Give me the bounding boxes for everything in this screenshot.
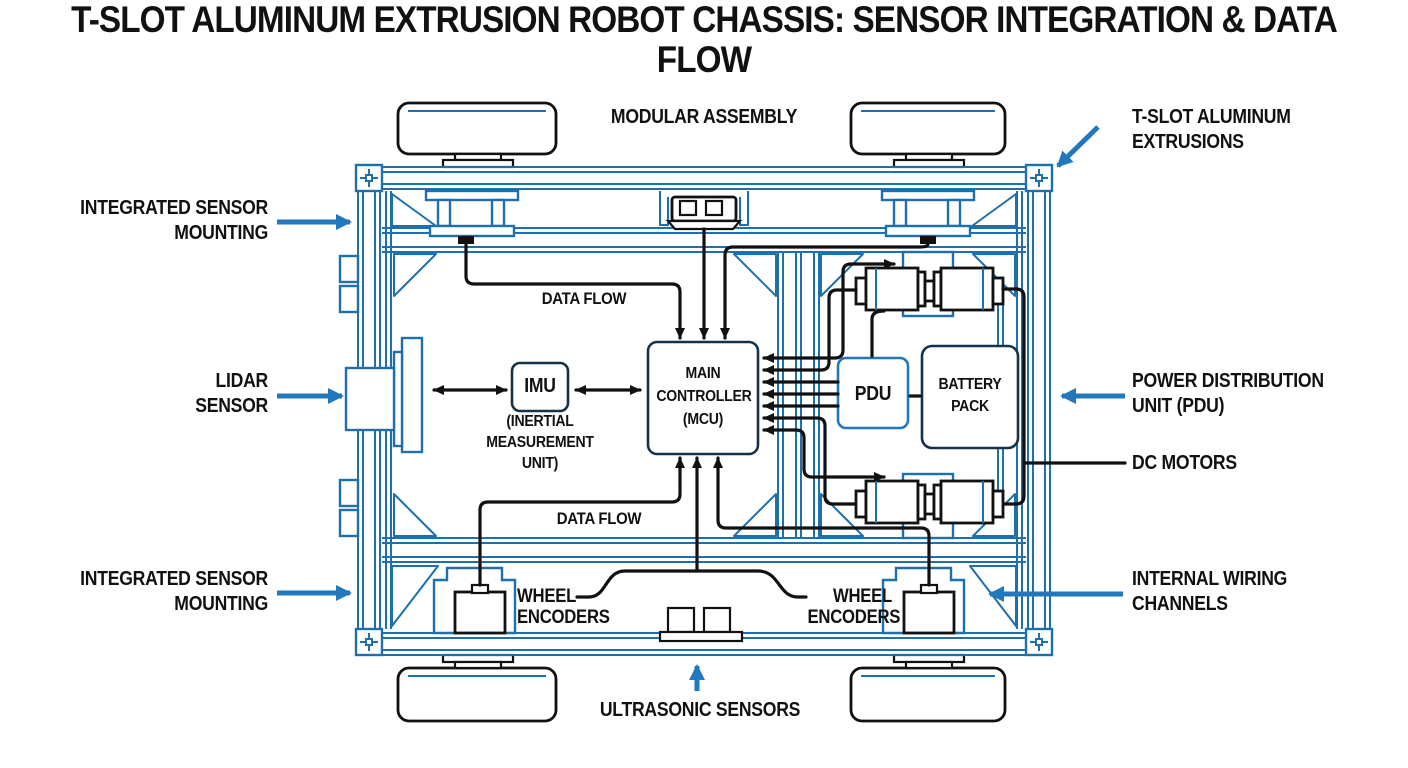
label-ultrasonic-sensors: ULTRASONIC SENSORS bbox=[599, 699, 801, 721]
wheel-encoder-left bbox=[432, 566, 517, 635]
label-wheel-encoders-right: WHEEL ENCODERS bbox=[807, 586, 901, 628]
label-data-flow-bottom: DATA FLOW bbox=[556, 509, 642, 528]
wheel-encoder-right bbox=[881, 566, 966, 635]
label-internal-wiring-channels: INTERNAL WIRING CHANNELS bbox=[1132, 568, 1288, 615]
pdu-box-label: PDU bbox=[854, 383, 892, 405]
frame-tab bbox=[338, 254, 360, 284]
data-flow-wires bbox=[432, 227, 1127, 599]
callout-arrows bbox=[277, 125, 1125, 691]
tslot-corner-icon bbox=[354, 627, 384, 657]
label-data-flow-top: DATA FLOW bbox=[541, 289, 627, 308]
tslot-corner-icon bbox=[354, 163, 384, 193]
arrow-tslot-extrusions bbox=[1056, 125, 1100, 168]
lidar-sensor bbox=[344, 336, 424, 454]
label-modular-assembly: MODULAR ASSEMBLY bbox=[610, 106, 798, 128]
label-tslot-aluminum-extrusions: T-SLOT ALUMINUM EXTRUSIONS bbox=[1132, 106, 1291, 153]
ultrasonic-sensors bbox=[658, 606, 744, 643]
wheel-top-right bbox=[849, 101, 1007, 169]
wheel-bottom-left bbox=[396, 653, 558, 723]
label-integrated-sensor-mounting-bottom: INTEGRATED SENSOR MOUNTING bbox=[80, 568, 268, 615]
sensor-mount-top-left bbox=[424, 189, 520, 244]
tslot-corner-icon bbox=[1024, 163, 1054, 193]
wheel-bottom-right bbox=[849, 653, 1007, 723]
label-wheel-encoders-left: WHEEL ENCODERS bbox=[517, 586, 610, 628]
tslot-corner-icon bbox=[1024, 627, 1054, 657]
mcu-box-label: MAIN CONTROLLER (MCU) bbox=[656, 365, 752, 428]
battery-pack-label: BATTERY PACK bbox=[938, 376, 1002, 415]
label-dc-motors: DC MOTORS bbox=[1132, 452, 1237, 474]
sensor-mount-top-right bbox=[880, 189, 976, 244]
camera-sensor-top-center bbox=[659, 191, 749, 231]
wheel-top-left bbox=[396, 101, 558, 169]
frame-tab bbox=[338, 284, 360, 314]
imu-caption: (INERTIAL MEASUREMENT UNIT) bbox=[486, 413, 594, 472]
frame-tab bbox=[338, 478, 360, 508]
imu-box-label: IMU bbox=[524, 375, 556, 397]
frame-tab bbox=[338, 508, 360, 538]
label-power-distribution-unit: POWER DISTRIBUTION UNIT (PDU) bbox=[1132, 370, 1324, 417]
imu-box bbox=[510, 361, 570, 413]
battery-pack-box bbox=[920, 344, 1020, 450]
label-integrated-sensor-mounting-top: INTEGRATED SENSOR MOUNTING bbox=[80, 197, 268, 244]
mcu-box bbox=[646, 340, 760, 456]
page-title: T-SLOT ALUMINUM EXTRUSION ROBOT CHASSIS:… bbox=[71, 0, 1338, 80]
label-lidar-sensor: LIDAR SENSOR bbox=[195, 370, 268, 417]
